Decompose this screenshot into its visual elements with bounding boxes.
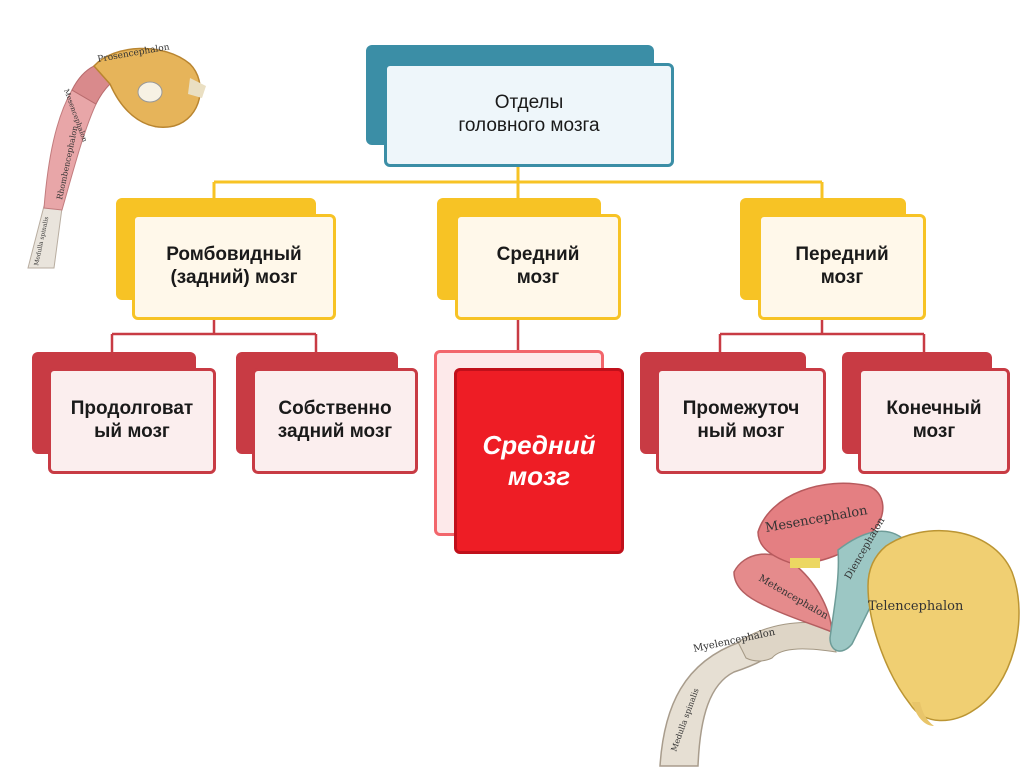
diencephalon-line2: ный мозг — [697, 421, 785, 442]
hindbrain-proper-node: Собственно задний мозг — [236, 352, 418, 474]
root-node: Отделы головного мозга — [366, 45, 674, 167]
diencephalon-line1: Промежуточ — [682, 398, 800, 420]
illus-bottom-label-telencephalon: Telencephalon — [868, 599, 964, 614]
hindbrain-proper-line1: Собственно — [278, 398, 392, 420]
telencephalon-line1: Конечный — [886, 398, 982, 420]
prosencephalon-line2: мозг — [820, 267, 864, 288]
midbrain-highlight-line2: мозг — [507, 461, 571, 491]
medulla-oblongata-line2: ый мозг — [94, 421, 170, 442]
mesencephalon-line2: мозг — [516, 267, 560, 288]
telencephalon-line2: мозг — [912, 421, 956, 442]
mesencephalon-node: Средний мозг — [437, 198, 621, 320]
hindbrain-proper-line2: задний мозг — [277, 421, 393, 442]
prosencephalon-line1: Передний — [795, 244, 889, 266]
developing-brain-illustration: Mesencephalon Diencephalon Telencephalon… — [659, 482, 1020, 767]
rhombencephalon-node: Ромбовидный (задний) мозг — [116, 198, 336, 320]
midbrain-highlight-line1: Средний — [482, 429, 596, 460]
mesencephalon-line1: Средний — [496, 244, 580, 266]
root-node-line1: Отделы — [494, 92, 564, 114]
medulla-oblongata-node: Продолговат ый мозг — [32, 352, 216, 474]
embryo-brain-tube-illustration: Prosencephalon Mesencephalon Rhombenceph… — [27, 42, 206, 269]
telencephalon-node: Конечный мозг — [842, 352, 1010, 474]
rhombencephalon-line1: Ромбовидный — [166, 244, 302, 266]
root-node-line2: головного мозга — [458, 115, 600, 136]
midbrain-highlight-node: Средний мозг — [434, 350, 624, 554]
diencephalon-node: Промежуточ ный мозг — [640, 352, 826, 474]
rhombencephalon-line2: (задний) мозг — [170, 267, 298, 288]
medulla-oblongata-line1: Продолговат — [70, 398, 194, 420]
prosencephalon-node: Передний мозг — [740, 198, 926, 320]
